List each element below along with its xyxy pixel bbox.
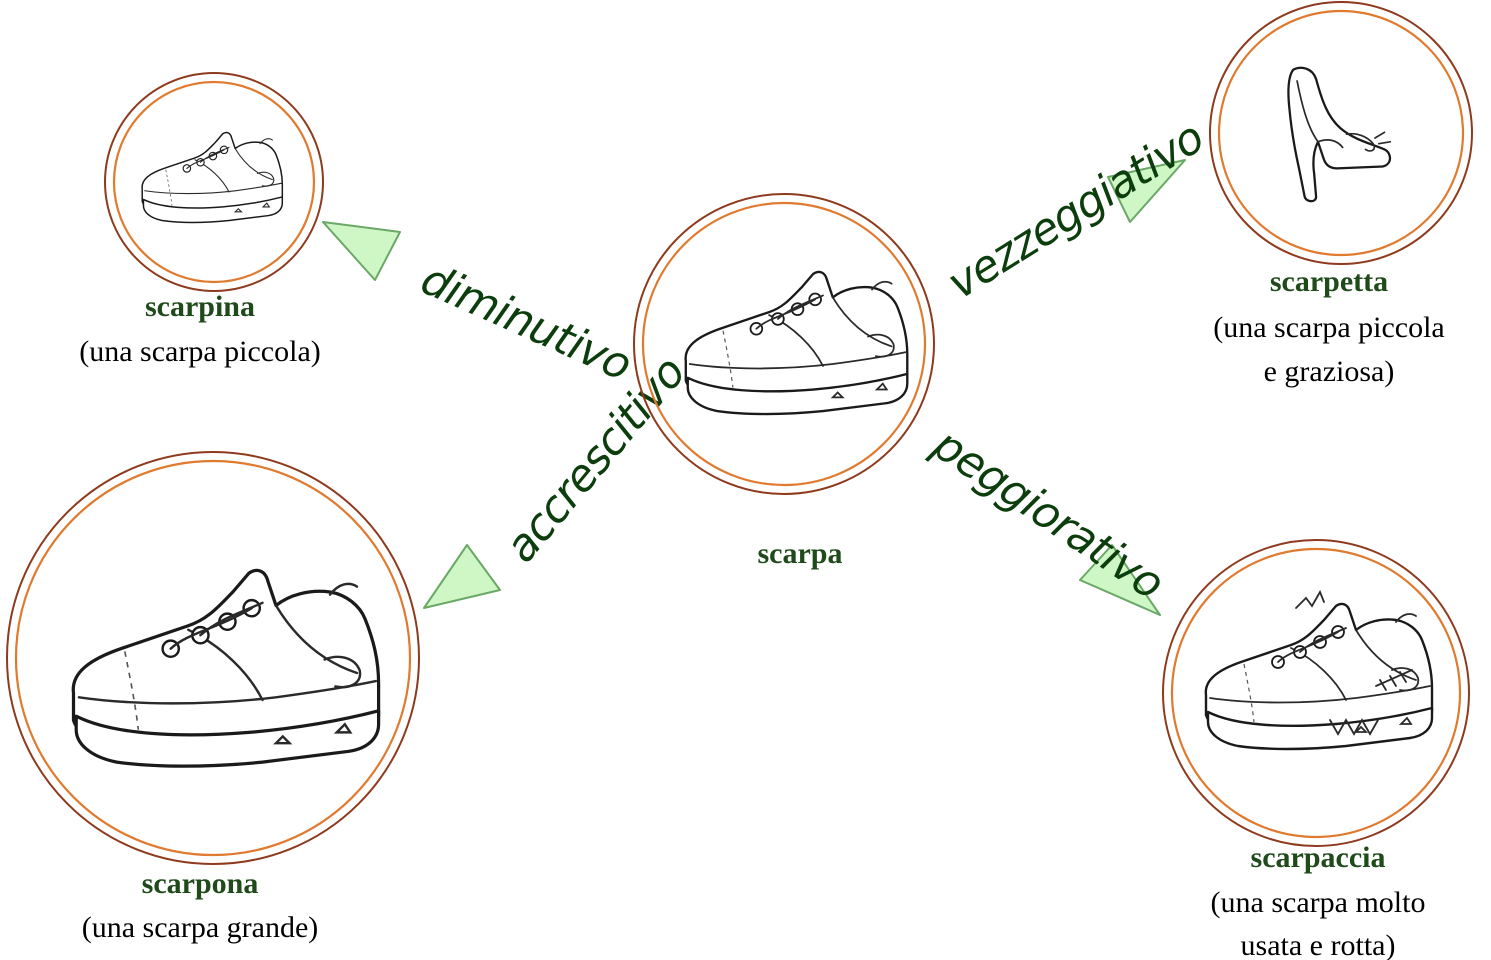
arrow-to-scarpona: [423, 544, 501, 609]
sneaker-image: [684, 270, 909, 416]
desc-scarpona: (una scarpa grande): [82, 911, 319, 944]
torn-sole-marks: [1329, 718, 1379, 736]
arrow-to-scarpina: [322, 221, 401, 281]
node-scarpa: scarpa: [633, 193, 935, 570]
heeled-shoe-image: [1287, 66, 1392, 203]
relation-endearing: vezzeggiativo: [939, 112, 1213, 309]
word-scarpa: scarpa: [758, 537, 843, 570]
node-scarpetta: scarpetta (una scarpa piccola e graziosa…: [1209, 1, 1473, 388]
word-scarpetta: scarpetta: [1270, 265, 1388, 298]
arrow-to-scarpaccia: [1079, 544, 1161, 616]
small-sneaker-image: [141, 131, 284, 224]
node-scarpina: scarpina (una scarpa piccola): [79, 72, 324, 368]
stitch-marks: [1375, 669, 1413, 691]
word-scarpona: scarpona: [142, 867, 259, 900]
desc-scarpetta-line1: (una scarpa piccola: [1213, 311, 1445, 344]
desc-scarpetta-line2: e graziosa): [1264, 355, 1395, 388]
node-scarpaccia: scarpaccia (una scarpa molto usata e rot…: [1162, 539, 1470, 960]
desc-scarpaccia-line2: usata e rotta): [1241, 929, 1396, 960]
word-scarpaccia: scarpaccia: [1251, 841, 1386, 874]
large-sneaker-image: [71, 568, 381, 768]
desc-scarpina: (una scarpa piccola): [79, 335, 321, 368]
relation-augmentative: accrescitivo: [495, 348, 695, 573]
torn-tongue: [1295, 589, 1325, 609]
relation-pejorative: peggiorativo: [923, 418, 1172, 609]
word-scarpina: scarpina: [145, 290, 255, 323]
node-scarpona: scarpona (una scarpa grande): [6, 451, 420, 944]
arrow-to-scarpetta: [1107, 159, 1186, 223]
relation-diminutive: diminutivo: [414, 253, 639, 390]
desc-scarpaccia-line1: (una scarpa molto: [1211, 886, 1426, 919]
